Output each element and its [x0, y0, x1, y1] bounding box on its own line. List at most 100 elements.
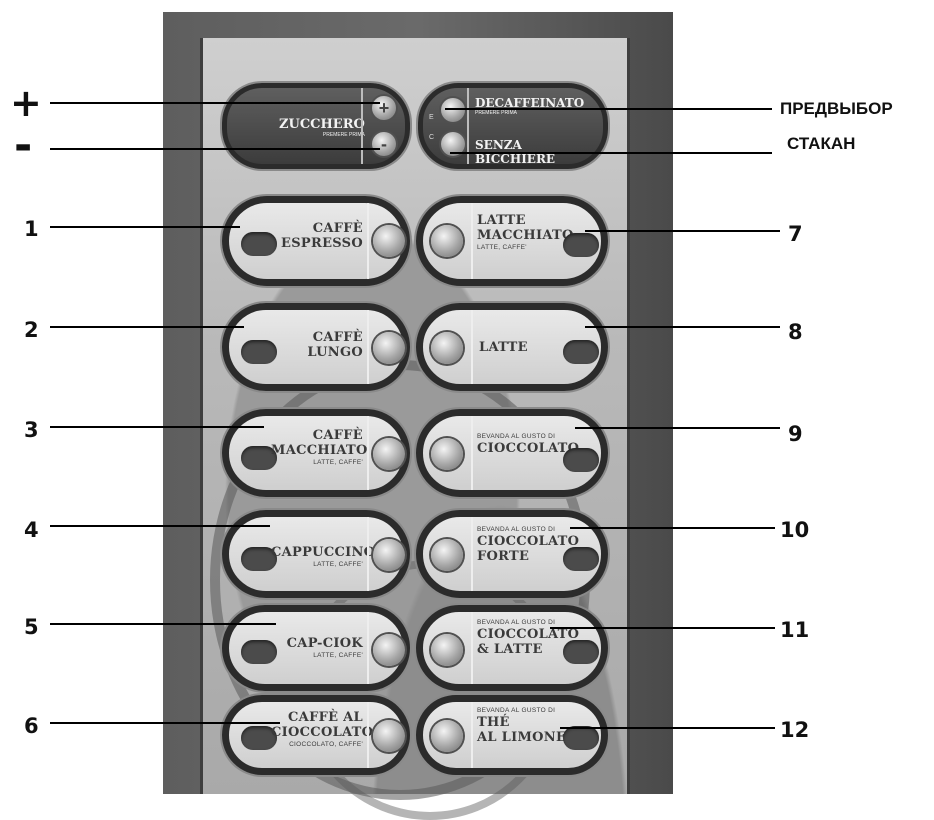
cup-annotation: СТАКАН: [787, 134, 856, 153]
divider: [361, 88, 363, 164]
drink-select-button-9[interactable]: [431, 438, 463, 470]
sugar-label: Zucchero PREMERE PRIMA: [279, 117, 365, 139]
preselect-control: E C Decaffeinato PREMERE PRIMA Senza Bic…: [418, 83, 608, 169]
indicator-light: [563, 640, 599, 664]
leader-line-4: [50, 525, 270, 527]
drink-button-6[interactable]: Caffè alCioccolato CIOCCOLATO, CAFFE': [222, 695, 410, 775]
leader-line-10: [570, 527, 775, 529]
indicator-light: [563, 233, 599, 257]
divider: [367, 612, 369, 684]
no-cup-label: Senza Bicchiere: [475, 138, 556, 166]
minus-annotation: -: [14, 120, 33, 171]
leader-line-2: [50, 326, 244, 328]
drink-select-button-1[interactable]: [373, 225, 405, 257]
drink-select-button-8[interactable]: [431, 332, 463, 364]
leader-line-11: [550, 627, 775, 629]
divider: [467, 88, 469, 164]
leader-line-5: [50, 623, 276, 625]
drink-label-7: LatteMacchiato LATTE, CAFFE': [477, 213, 574, 251]
decaf-label: Decaffeinato PREMERE PRIMA: [475, 96, 585, 116]
drink-select-button-3[interactable]: [373, 438, 405, 470]
indicator-light: [241, 340, 277, 364]
drink-select-button-2[interactable]: [373, 332, 405, 364]
drink-button-3[interactable]: CaffèMacchiato LATTE, CAFFE': [222, 409, 410, 497]
label-1: 1: [24, 217, 39, 241]
drink-button-11[interactable]: BEVANDA AL GUSTO DI Cioccolato& Latte: [416, 605, 608, 691]
drink-label-3: CaffèMacchiato LATTE, CAFFE': [271, 428, 368, 466]
drink-select-button-7[interactable]: [431, 225, 463, 257]
sugar-control: Zucchero PREMERE PRIMA + -: [222, 83, 410, 169]
label-4: 4: [24, 518, 39, 542]
preselect-annotation: ПРЕДВЫБОР: [780, 99, 893, 118]
drink-label-4: Cappuccino LATTE, CAFFE': [271, 545, 376, 568]
drink-label-12: BEVANDA AL GUSTO DI Théal Limone: [477, 707, 567, 745]
drink-label-11: BEVANDA AL GUSTO DI Cioccolato& Latte: [477, 619, 580, 657]
drink-select-button-6[interactable]: [373, 720, 405, 752]
indicator-light: [241, 640, 277, 664]
label-7: 7: [788, 222, 803, 246]
drink-label-6: Caffè alCioccolato CIOCCOLATO, CAFFE': [271, 710, 374, 748]
indicator-light: [563, 726, 599, 750]
label-9: 9: [788, 422, 803, 446]
divider: [367, 517, 369, 591]
leader-line-12: [560, 727, 775, 729]
drink-button-9[interactable]: BEVANDA AL GUSTO DI Cioccolato: [416, 409, 608, 497]
indicator-light: [241, 232, 277, 256]
minus-leader-line: [50, 148, 380, 150]
drink-button-2[interactable]: CaffèLungo: [222, 303, 410, 391]
label-6: 6: [24, 714, 39, 738]
divider: [367, 702, 369, 768]
decaf-button[interactable]: [441, 98, 465, 122]
drink-select-button-5[interactable]: [373, 634, 405, 666]
drink-button-8[interactable]: Latte: [416, 303, 608, 391]
divider: [471, 612, 473, 684]
plus-leader-line: [50, 102, 380, 104]
drink-label-10: BEVANDA AL GUSTO DI CioccolatoForte: [477, 526, 580, 564]
drink-select-button-11[interactable]: [431, 634, 463, 666]
divider: [367, 310, 369, 384]
drink-label-2: CaffèLungo: [307, 330, 363, 360]
label-2: 2: [24, 318, 39, 342]
drink-label-5: Cap-Ciok LATTE, CAFFE': [286, 636, 363, 659]
leader-line-3: [50, 426, 264, 428]
label-11: 11: [780, 618, 810, 642]
divider: [471, 203, 473, 279]
drink-label-9: BEVANDA AL GUSTO DI Cioccolato: [477, 433, 580, 456]
divider: [471, 416, 473, 490]
leader-line-1: [50, 226, 240, 228]
leader-line-7: [585, 230, 780, 232]
drink-button-12[interactable]: BEVANDA AL GUSTO DI Théal Limone: [416, 695, 608, 775]
leader-line-6: [50, 722, 280, 724]
divider: [471, 310, 473, 384]
label-3: 3: [24, 418, 39, 442]
preselect-leader-line: [445, 108, 772, 110]
label-5: 5: [24, 615, 39, 639]
drink-button-7[interactable]: LatteMacchiato LATTE, CAFFE': [416, 196, 608, 286]
drink-select-button-4[interactable]: [373, 539, 405, 571]
divider: [367, 416, 369, 490]
drink-label-8: Latte: [479, 340, 528, 355]
indicator-light: [563, 340, 599, 364]
sugar-plus-button[interactable]: +: [372, 96, 396, 120]
label-12: 12: [780, 718, 810, 742]
drink-button-4[interactable]: Cappuccino LATTE, CAFFE': [222, 510, 410, 598]
divider: [471, 517, 473, 591]
drink-button-1[interactable]: CaffèEspresso: [222, 196, 410, 286]
indicator-light: [563, 448, 599, 472]
drink-select-button-12[interactable]: [431, 720, 463, 752]
plus-annotation: +: [10, 81, 42, 125]
leader-line-8: [585, 326, 780, 328]
drink-select-button-10[interactable]: [431, 539, 463, 571]
indicator-light: [241, 446, 277, 470]
drink-button-5[interactable]: Cap-Ciok LATTE, CAFFE': [222, 605, 410, 691]
divider: [471, 702, 473, 768]
indicator-light: [563, 547, 599, 571]
label-10: 10: [780, 518, 810, 542]
drink-label-1: CaffèEspresso: [281, 221, 363, 251]
cup-leader-line: [450, 152, 772, 154]
sugar-minus-button[interactable]: -: [372, 132, 396, 156]
drink-button-10[interactable]: BEVANDA AL GUSTO DI CioccolatoForte: [416, 510, 608, 598]
leader-line-9: [575, 427, 780, 429]
divider: [367, 203, 369, 279]
indicator-light: [241, 726, 277, 750]
